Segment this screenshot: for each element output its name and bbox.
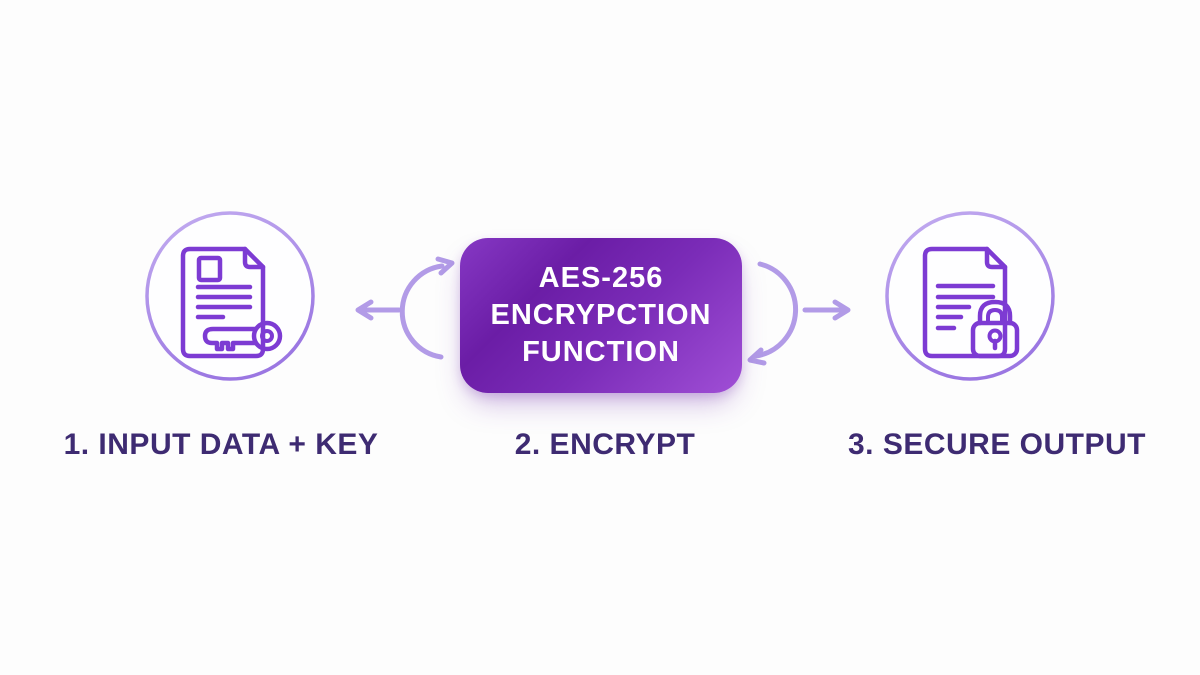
box-line-1: AES-256 xyxy=(538,262,664,294)
document-icon xyxy=(922,246,1008,359)
box-line-2: ENCRYPCTION xyxy=(490,299,712,331)
input-node xyxy=(144,210,316,382)
step-caption-2: 2. ENCRYPT xyxy=(514,428,696,461)
document-key-icon xyxy=(145,211,315,381)
encryption-function-box: AES-256 ENCRYPCTION FUNCTION xyxy=(460,238,742,393)
step-caption-3: 3. SECURE OUTPUT xyxy=(847,428,1147,461)
lock-icon xyxy=(970,299,1020,359)
document-icon xyxy=(180,246,266,359)
left-flow-arrow xyxy=(355,256,455,360)
box-line-3: FUNCTION xyxy=(522,336,680,368)
step-caption-1: 1. INPUT DATA + KEY xyxy=(63,428,379,461)
output-node xyxy=(884,210,1056,382)
key-icon xyxy=(202,320,283,352)
right-flow-arrow xyxy=(747,261,851,366)
document-lock-icon xyxy=(885,211,1055,381)
